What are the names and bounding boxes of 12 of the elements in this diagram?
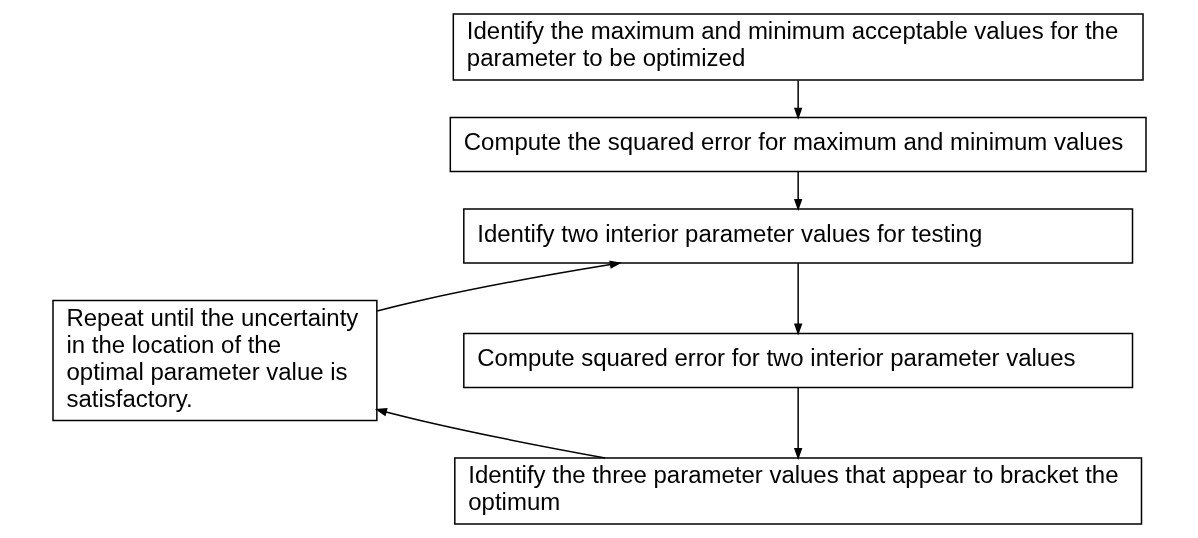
arrow — [793, 387, 802, 461]
arrow — [793, 170, 802, 211]
arrow — [375, 260, 622, 312]
node-box: Identify the maximum and minimum acceptable values for the parameter to be optimized — [452, 13, 1144, 81]
node-box: Compute squared error for two interior parameter values — [462, 332, 1133, 389]
node-box: Identify two interior parameter values for testing — [462, 208, 1133, 264]
node-box: Identify the three parameter values that appear to bracket the optimum — [453, 457, 1142, 525]
arrow — [793, 79, 802, 120]
node-box: Repeat until the uncertainty in the location of the optimal parameter value is satisfactory. — [51, 299, 378, 422]
arrow — [374, 408, 606, 459]
node-box: Compute the squared error for maximum and minimum values — [449, 116, 1147, 173]
arrow — [793, 262, 802, 336]
